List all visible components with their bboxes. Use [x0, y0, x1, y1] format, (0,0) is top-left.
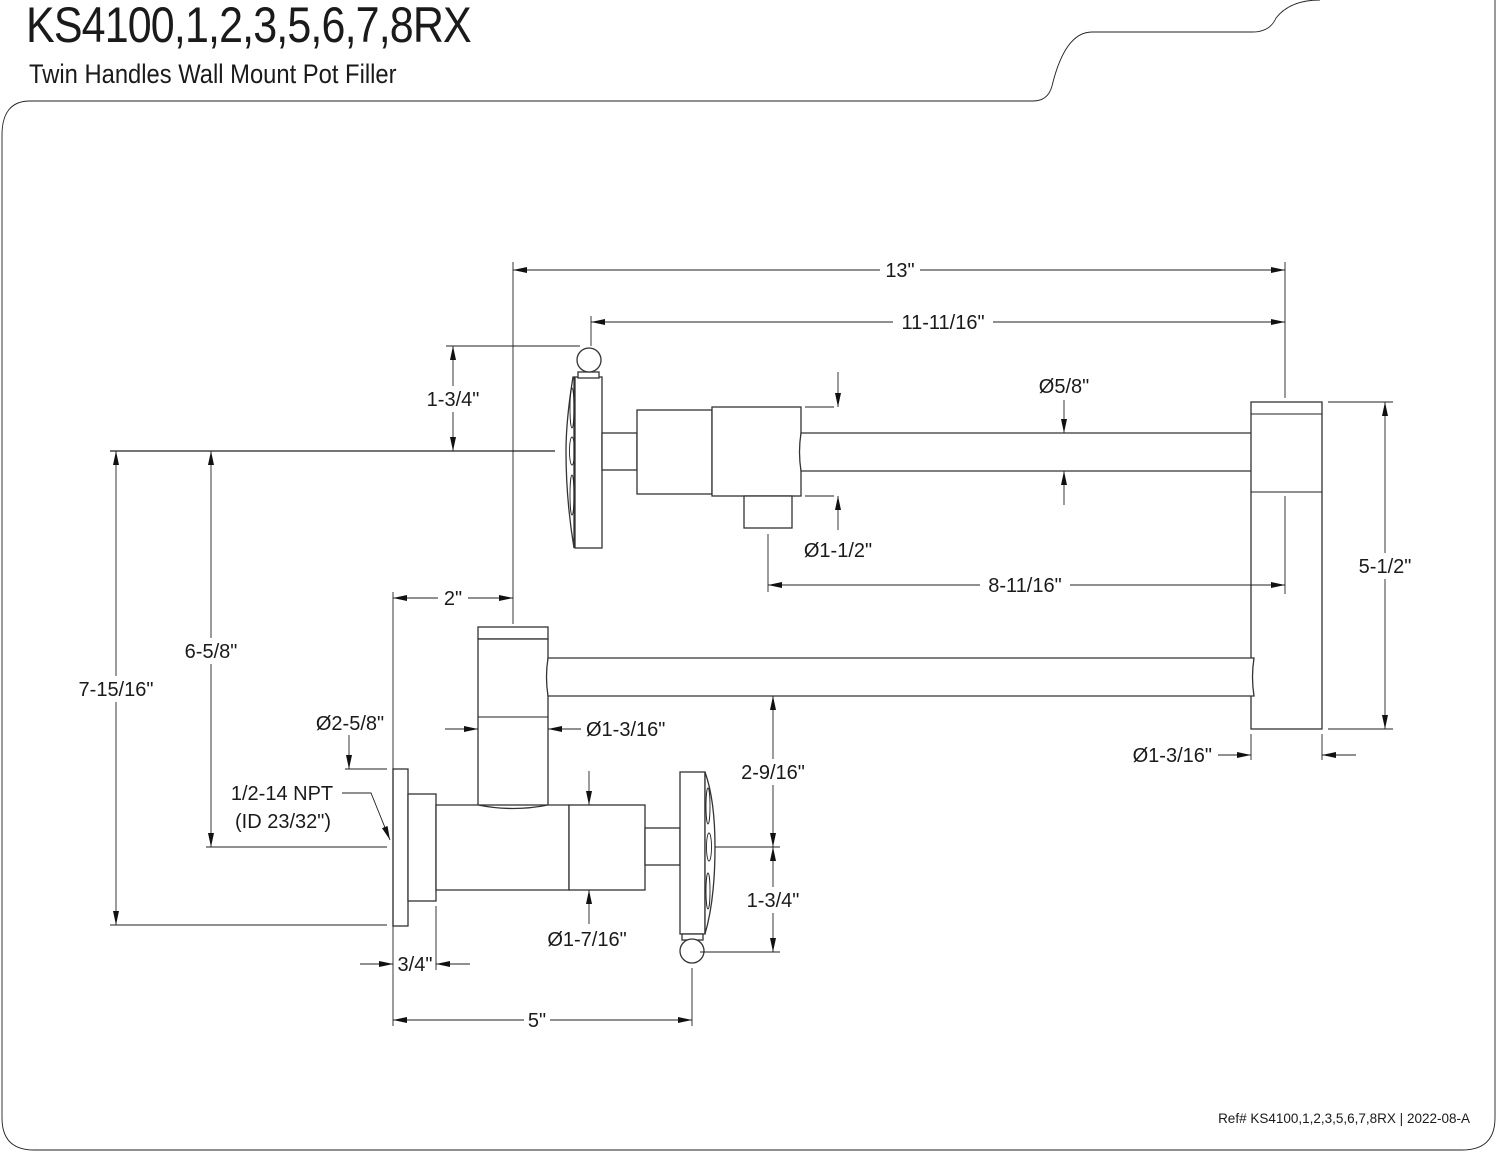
dim-lower-arm-to-valve: 2-9/16" — [741, 762, 805, 784]
upper-valve-outlet — [743, 495, 793, 529]
lower-valve-body — [435, 804, 570, 891]
drawing-subtitle: Twin Handles Wall Mount Pot Filler — [29, 59, 397, 89]
wall-flange — [392, 768, 409, 927]
dim-lower-valve-diameter: Ø1-7/16" — [547, 929, 626, 951]
riser-cap — [477, 626, 549, 640]
upper-valve-block — [711, 406, 802, 497]
dim-swivel-height: 5-1/2" — [1359, 556, 1412, 578]
upper-stem — [601, 432, 638, 471]
upper-arm — [798, 432, 1255, 472]
lower-stem — [644, 827, 681, 866]
swivel-column — [1250, 401, 1323, 730]
upper-handle — [565, 347, 603, 549]
dim-upper-arm-length: 8-11/16" — [988, 575, 1061, 597]
lower-valve-block — [568, 804, 646, 891]
dim-upper-arm-diameter: Ø5/8" — [1039, 376, 1089, 398]
dim-inlet-to-upper: 6-5/8" — [185, 641, 238, 663]
lower-arm — [545, 657, 1255, 697]
dim-upper-valve-diameter: Ø1-1/2" — [804, 540, 872, 562]
dim-thread-spec-line1: 1/2-14 NPT — [231, 783, 333, 805]
dim-wall-to-handle: 5" — [528, 1010, 546, 1032]
dim-thread-spec-line2: (ID 23/32") — [235, 811, 331, 833]
dim-upper-handle-rise: 1-3/4" — [427, 389, 480, 411]
dim-overall-height: 7-15/16" — [79, 679, 154, 701]
riser — [477, 638, 549, 806]
reference-number: Ref# KS4100,1,2,3,5,6,7,8RX | 2022-08-A — [1218, 1111, 1470, 1126]
flange-collar — [407, 793, 437, 902]
lower-handle — [679, 771, 716, 964]
dim-lower-handle-drop: 1-3/4" — [747, 890, 800, 912]
dim-handle-to-end: 11-11/16" — [901, 312, 984, 334]
dim-flange-diameter: Ø2-5/8" — [316, 713, 384, 735]
dim-riser-diameter: Ø1-3/16" — [586, 719, 665, 741]
dim-overall-length: 13" — [885, 260, 914, 282]
upper-valve-body — [636, 409, 713, 495]
dim-swivel-diameter: Ø1-3/16" — [1133, 745, 1212, 767]
dim-flange-depth: 3/4" — [398, 954, 433, 976]
dim-wall-to-riser: 2" — [444, 588, 462, 610]
drawing-title: KS4100,1,2,3,5,6,7,8RX — [26, 0, 472, 53]
